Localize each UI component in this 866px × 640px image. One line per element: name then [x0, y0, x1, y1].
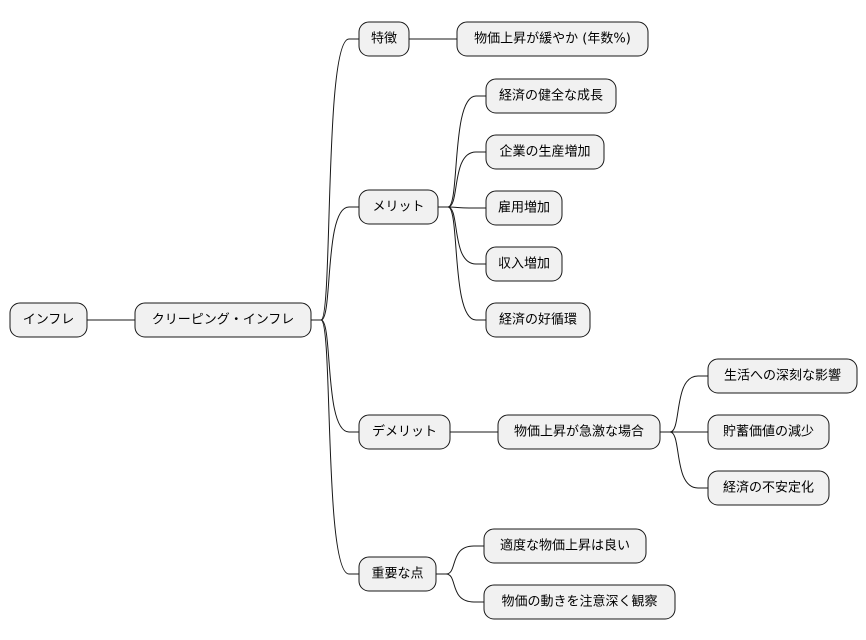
- node-important-watch-prices: 物価の動きを注意深く観察: [483, 584, 676, 620]
- edge-merits-to-merit_2: [438, 151, 486, 208]
- node-important-watch-prices-label: 物価の動きを注意深く観察: [501, 594, 657, 610]
- edge-merits-to-merit_1: [438, 95, 486, 208]
- node-features-label: 特徴: [371, 32, 397, 47]
- node-demerits: デメリット: [358, 414, 451, 450]
- edge-important-to-important_1: [436, 545, 484, 575]
- node-merit-production-increase-label: 企業の生産増加: [499, 144, 590, 160]
- node-merit-healthy-growth: 経済の健全な成長: [485, 78, 617, 114]
- node-merit-virtuous-cycle: 経済の好循環: [485, 302, 591, 338]
- node-demerit-life-impact-label: 生活への深刻な影響: [724, 368, 841, 384]
- node-demerit-rapid-rise-label: 物価上昇が急激な場合: [514, 425, 644, 440]
- node-merit-employment-increase-label: 雇用増加: [498, 200, 550, 216]
- node-merit-income-increase: 収入増加: [485, 246, 563, 282]
- edge-important-to-important_2: [436, 573, 484, 603]
- node-important-moderate-rise-label: 適度な物価上昇は良い: [500, 538, 630, 554]
- node-root-label: インフレ: [23, 313, 75, 328]
- node-creeping-inflation: クリーピング・インフレ: [134, 302, 312, 338]
- node-features: 特徴: [358, 21, 410, 57]
- node-merit-employment-increase: 雇用増加: [485, 190, 563, 226]
- node-merits: メリット: [358, 189, 439, 225]
- node-creeping-inflation-label: クリーピング・インフレ: [152, 313, 295, 328]
- node-demerits-label: デメリット: [372, 424, 437, 440]
- node-demerit-rapid-rise: 物価上昇が急激な場合: [497, 414, 661, 450]
- node-important: 重要な点: [358, 556, 437, 592]
- edge-main-to-demerits: [311, 319, 359, 433]
- edge-demerit_case-to-demerit_3: [660, 431, 708, 489]
- node-merit-income-increase-label: 収入増加: [498, 257, 550, 272]
- edge-main-to-features: [311, 38, 359, 321]
- edge-merits-to-merit_5: [438, 206, 486, 321]
- edge-main-to-merits: [311, 206, 359, 321]
- node-features-detail-label: 物価上昇が緩やか (年数%): [474, 32, 631, 47]
- node-merit-production-increase: 企業の生産増加: [485, 134, 605, 170]
- mindmap-edges: [87, 38, 708, 603]
- node-demerit-instability-label: 経済の不安定化: [723, 480, 814, 496]
- node-merit-healthy-growth-label: 経済の健全な成長: [499, 88, 603, 104]
- node-demerit-instability: 経済の不安定化: [707, 470, 830, 506]
- node-demerit-life-impact: 生活への深刻な影響: [707, 358, 858, 394]
- node-merit-virtuous-cycle-label: 経済の好循環: [499, 312, 577, 328]
- edge-main-to-important: [311, 319, 359, 575]
- node-important-moderate-rise: 適度な物価上昇は良い: [483, 528, 647, 564]
- node-demerit-savings-loss-label: 貯蓄価値の減少: [723, 424, 814, 440]
- node-demerit-savings-loss: 貯蓄価値の減少: [707, 414, 830, 450]
- node-root: インフレ: [9, 302, 88, 338]
- node-merits-label: メリット: [372, 200, 424, 215]
- edge-demerit_case-to-demerit_1: [660, 375, 708, 433]
- node-important-label: 重要な点: [371, 566, 423, 582]
- edge-merits-to-merit_4: [438, 206, 486, 265]
- node-features-detail: 物価上昇が緩やか (年数%): [456, 21, 649, 57]
